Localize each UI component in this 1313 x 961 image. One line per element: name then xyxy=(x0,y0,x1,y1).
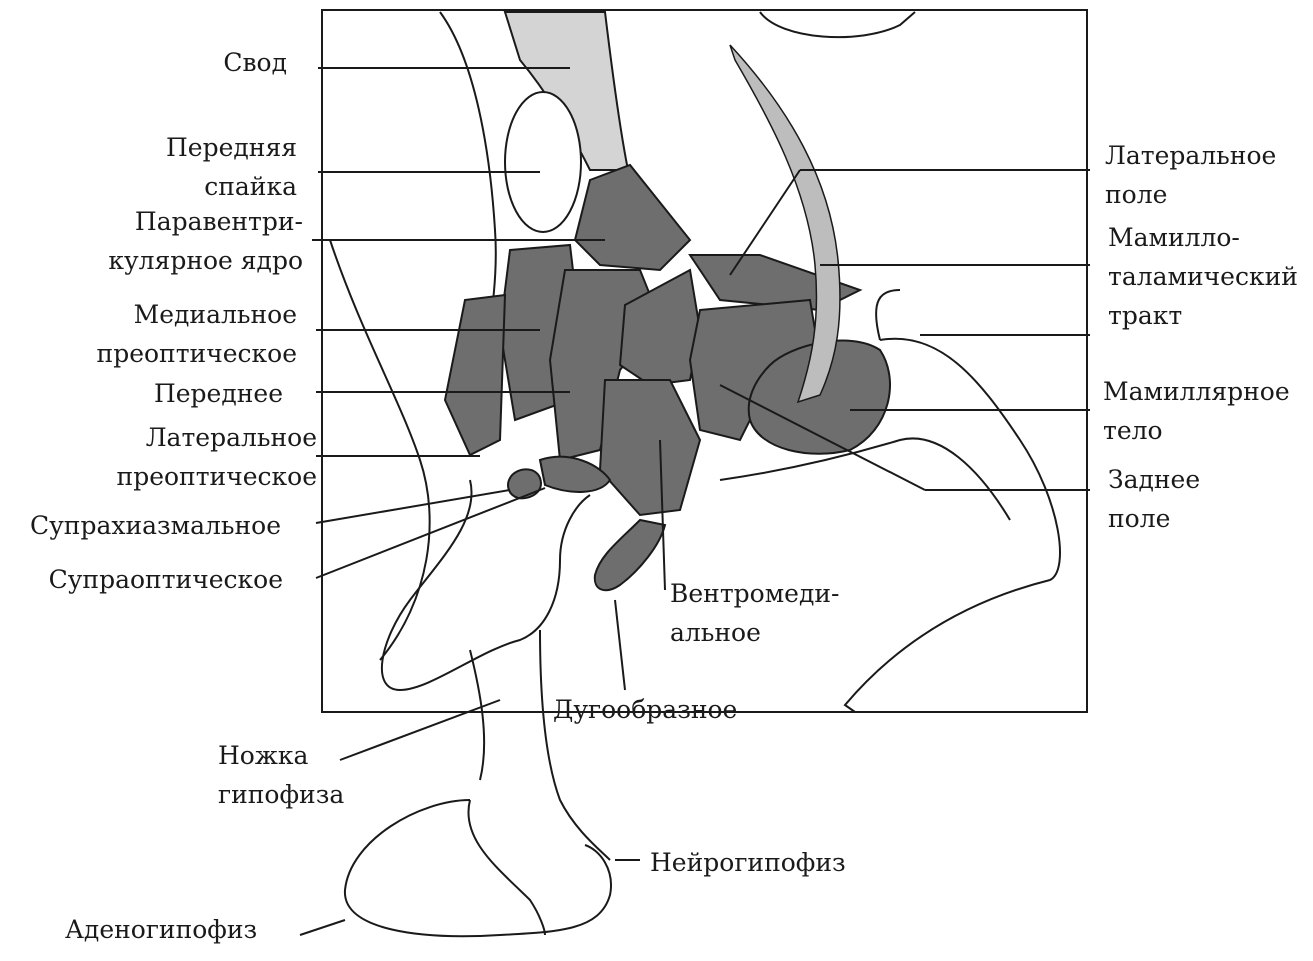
ventromedial-nucleus-shape xyxy=(600,380,700,515)
label-perednyaya-spayka: Передняя спайка xyxy=(166,128,297,206)
label-perednee: Переднее xyxy=(154,374,283,413)
label-suprahiazmalnoe: Супрахиазмальное xyxy=(30,506,281,545)
top-arc-outline xyxy=(760,12,915,37)
label-neyrogipofiz: Нейрогипофиз xyxy=(650,843,846,882)
label-nozhka-gipofiza: Ножка гипофиза xyxy=(218,736,344,814)
leader-lines xyxy=(300,68,1090,935)
anterior-commissure-shape xyxy=(505,92,581,232)
label-mamillyarnoe-telo: Мамиллярное тело xyxy=(1103,372,1290,450)
label-adenogipofiz: Аденогипофиз xyxy=(65,910,257,949)
paraventricular-nucleus-shape xyxy=(575,165,690,270)
label-paraventrikulyarnoe-yadro: Паравентри- кулярное ядро xyxy=(108,202,303,280)
pituitary-gland-outline xyxy=(345,800,611,936)
label-dugoobraznoe: Дугообразное xyxy=(553,690,737,729)
arcuate-nucleus-shape xyxy=(595,520,665,590)
suprachiasmatic-nucleus-shape xyxy=(508,469,541,498)
adeno-neuro-boundary xyxy=(468,800,545,935)
label-svod: Свод xyxy=(223,43,287,82)
label-lateralnoe-preopticheskoe: Латеральное преоптическое xyxy=(117,418,317,496)
label-medialnoe-preopticheskoe: Медиальное преоптическое xyxy=(97,295,297,373)
label-mamillo-talamicheskiy-trakt: Мамилло- таламический тракт xyxy=(1108,218,1298,335)
label-supraopticheskoe: Супраоптическое xyxy=(49,560,283,599)
inner-wall-outline xyxy=(330,240,430,660)
pituitary-stalk-outline xyxy=(470,630,610,860)
lateral-preoptic-nucleus-shape xyxy=(445,295,505,455)
label-ventromedialnoe: Вентромеди- альное xyxy=(670,574,839,652)
label-lateralnoe-pole: Латеральное поле xyxy=(1105,136,1276,214)
posterior-field-outline xyxy=(720,438,1010,520)
label-zadnee-pole: Заднее поле xyxy=(1108,460,1200,538)
